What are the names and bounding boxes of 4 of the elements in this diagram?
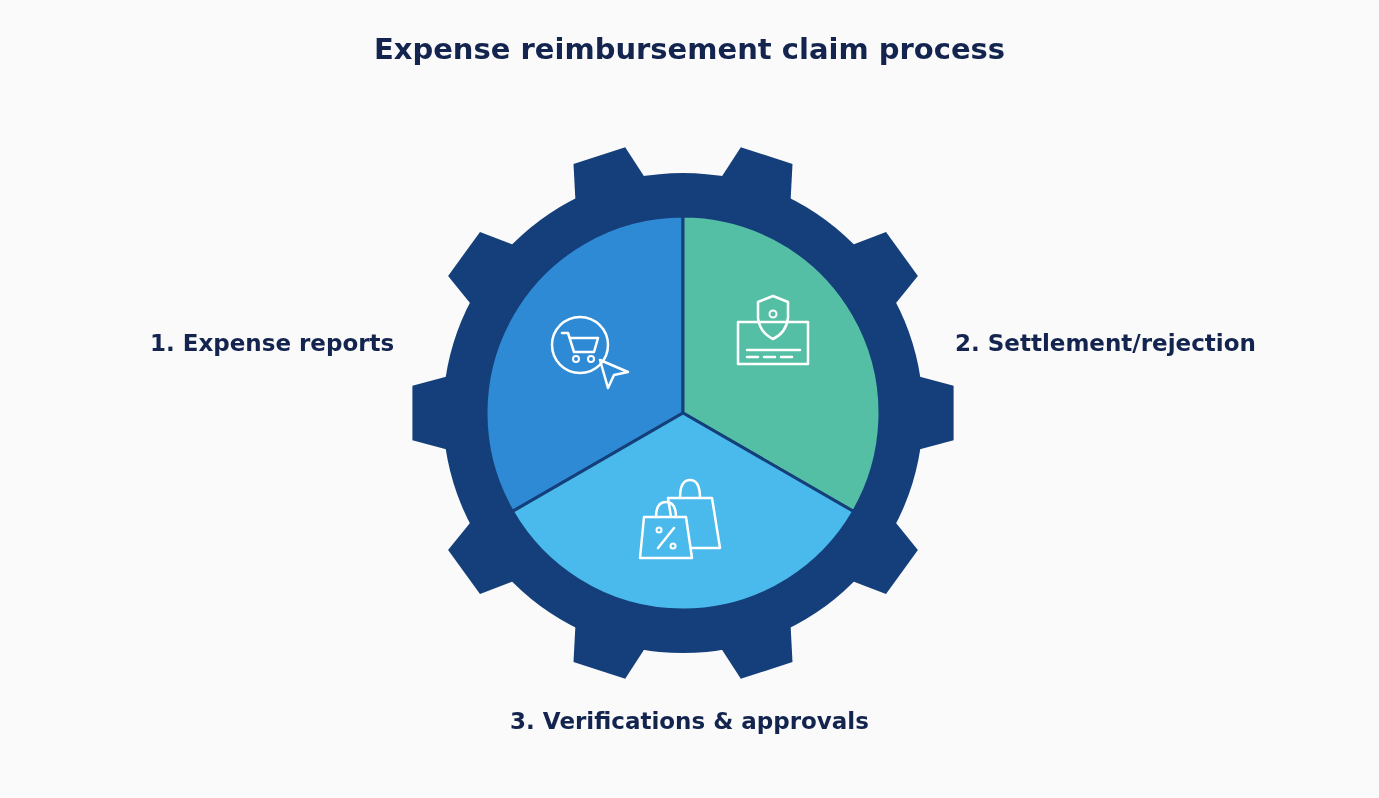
title: Expense reimbursement claim process xyxy=(373,32,1006,66)
step-label: 2. Settlement/rejection xyxy=(955,330,1256,356)
step-label: 3. Verifications & approvals xyxy=(510,708,869,734)
step-label: 1. Expense reports xyxy=(150,330,395,356)
